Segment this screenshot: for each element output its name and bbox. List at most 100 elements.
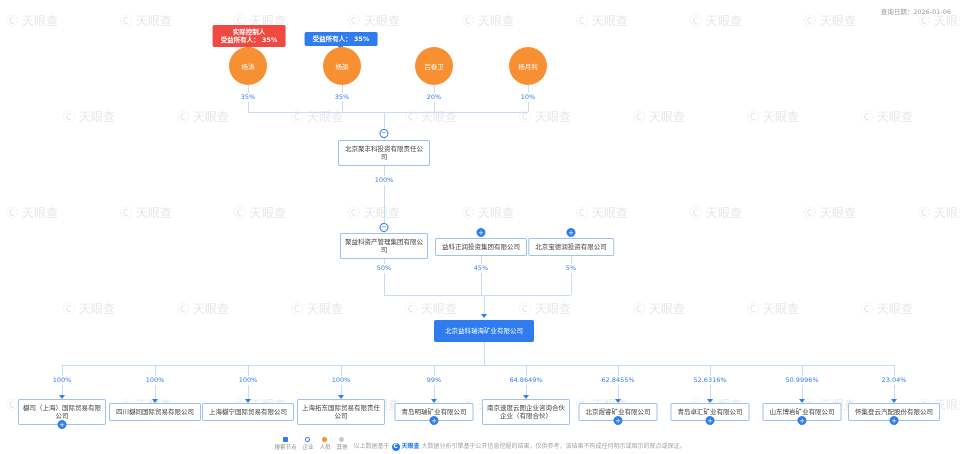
other-node-icon (339, 437, 345, 442)
watermark: Ⓒ 天眼查 (918, 206, 960, 220)
shareholding-percent: 100% (329, 376, 353, 385)
expand-plus-icon[interactable] (613, 416, 623, 425)
company-box[interactable]: 益科正润投资集团有限公司 (435, 238, 527, 256)
collapse-minus-icon[interactable] (379, 129, 389, 138)
watermark: Ⓒ 天眼查 (747, 110, 799, 124)
connector-line (484, 342, 485, 365)
watermark: Ⓒ 天眼查 (405, 302, 457, 316)
watermark: Ⓒ 天眼查 (861, 302, 913, 316)
watermark: Ⓒ 天眼查 (804, 206, 856, 220)
shareholding-percent: 45% (471, 264, 491, 273)
expand-plus-icon[interactable] (476, 228, 486, 237)
watermark: Ⓒ 天眼查 (576, 14, 628, 28)
company-box[interactable]: 北京煜睿矿业有限公司 (578, 403, 658, 421)
target-company-box[interactable]: 北京益科瑞海矿业有限公司 (434, 320, 534, 342)
shareholding-percent: 62.8455% (599, 376, 637, 385)
watermark: Ⓒ 天眼查 (291, 302, 343, 316)
legend-item: 人员 (319, 437, 330, 451)
shareholding-percent: 50% (374, 264, 394, 273)
expand-plus-icon[interactable] (797, 416, 807, 425)
expand-plus-icon[interactable] (57, 420, 67, 429)
watermark: Ⓒ 天眼查 (234, 206, 286, 220)
shareholding-percent: 20% (424, 93, 444, 102)
person-node[interactable]: 杨月利 (509, 47, 547, 85)
shareholding-percent: 99% (424, 376, 444, 385)
person-node[interactable]: 杨旗 (323, 47, 361, 85)
watermark: Ⓒ 天眼查 (747, 302, 799, 316)
company-box[interactable]: 上海拓东国际贸易有限责任公司 (297, 399, 385, 425)
watermark: Ⓒ 天眼查 (519, 110, 571, 124)
collapse-minus-icon[interactable] (379, 223, 389, 232)
watermark: Ⓒ 天眼查 (177, 110, 229, 124)
connector-line (384, 166, 385, 233)
arrow-down-icon (481, 314, 487, 318)
shareholding-percent: 100% (236, 376, 260, 385)
arrow-down-icon (799, 399, 805, 403)
watermark: Ⓒ 天眼查 (348, 206, 400, 220)
connector-line (384, 259, 385, 295)
watermark: Ⓒ 天眼查 (63, 302, 115, 316)
shareholding-percent: 100% (143, 376, 167, 385)
connector-line (571, 256, 572, 295)
person-node[interactable]: 吕春卫 (415, 47, 453, 85)
person-node[interactable]: 杨涛 (229, 47, 267, 85)
shareholding-percent: 5% (563, 264, 579, 273)
watermark: Ⓒ 天眼查 (462, 14, 514, 28)
company-box[interactable]: 北京宝德润投资有限公司 (528, 238, 614, 256)
arrow-down-icon (338, 395, 344, 399)
disclaimer-text: 大数据分析引擎基于公开信息挖掘的结果，仅供参考，该结果不构成任何明示或暗示的观点… (421, 443, 686, 450)
shareholding-percent: 52.6316% (691, 376, 729, 385)
legend-item: 搜索节点 (274, 437, 296, 451)
expand-plus-icon[interactable] (566, 228, 576, 237)
badge-line: 受益所有人： 35% (312, 35, 370, 43)
watermark: Ⓒ 天眼查 (120, 206, 172, 220)
company-box[interactable]: 北京聚丰科投资有限责任公司 (338, 140, 430, 166)
company-box[interactable]: 上海樾宁国际贸易有限公司 (202, 403, 294, 421)
legend-label: 人员 (319, 445, 331, 451)
arrow-down-icon (707, 399, 713, 403)
shareholding-percent: 10% (518, 93, 538, 102)
watermark: Ⓒ 天眼查 (633, 110, 685, 124)
legend-label: 搜索节点 (274, 445, 297, 451)
watermark: Ⓒ 天眼查 (861, 110, 913, 124)
disclaimer-prefix: 以上数据基于 (353, 443, 390, 450)
badge-line: 受益所有人： 35% (220, 36, 278, 44)
arrow-down-icon (59, 395, 65, 399)
watermark: Ⓒ 天眼查 (804, 14, 856, 28)
arrow-down-icon (245, 399, 251, 403)
arrow-down-icon (615, 399, 621, 403)
expand-plus-icon[interactable] (889, 416, 899, 425)
company-box[interactable]: 南京速度云图企业咨询合伙企业（有限合伙） (482, 399, 570, 425)
expand-plus-icon[interactable] (705, 416, 715, 425)
watermark: Ⓒ 天眼查 (291, 110, 343, 124)
disclaimer: 以上数据基于 C 天眼查 大数据分析引擎基于公开信息挖掘的结果，仅供参考，该结果… (354, 442, 686, 451)
arrow-down-icon (891, 399, 897, 403)
watermark: Ⓒ 天眼查 (519, 302, 571, 316)
arrow-down-icon (523, 395, 529, 399)
arrow-down-icon (431, 399, 437, 403)
company-box[interactable]: 聚益科资产管理集团有限公司 (340, 233, 428, 259)
watermark: Ⓒ 天眼查 (690, 206, 742, 220)
watermark: Ⓒ 天眼查 (462, 206, 514, 220)
badge-line: 实际控制人 (232, 28, 266, 36)
legend: 搜索节点 企业 人员 其他 (274, 437, 348, 451)
connector-line (62, 365, 894, 366)
expand-plus-icon[interactable] (429, 416, 439, 425)
shareholding-percent: 35% (332, 93, 352, 102)
connector-line (484, 295, 485, 317)
company-node-icon (305, 437, 311, 442)
watermark: Ⓒ 天眼查 (177, 302, 229, 316)
shareholding-percent: 64.8649% (507, 376, 545, 385)
watermark: Ⓒ 天眼查 (6, 206, 58, 220)
connector-line (481, 256, 482, 295)
shareholding-percent: 100% (50, 376, 74, 385)
query-date: 查询日期：2026-01-06 (880, 8, 951, 16)
tianyancha-logo-text: 天眼查 (401, 443, 420, 450)
connector-line (248, 112, 528, 113)
actual-controller-badge: 实际控制人 受益所有人： 35% (212, 25, 286, 47)
footer: 搜索节点 企业 人员 其他 以上数据基于 C 天眼查 大数据分析引擎基于公开信息… (0, 437, 960, 451)
watermark: Ⓒ 天眼查 (405, 110, 457, 124)
watermark: Ⓒ 天眼查 (633, 302, 685, 316)
company-box[interactable]: 四川樾同国际贸易有限公司 (109, 403, 201, 421)
